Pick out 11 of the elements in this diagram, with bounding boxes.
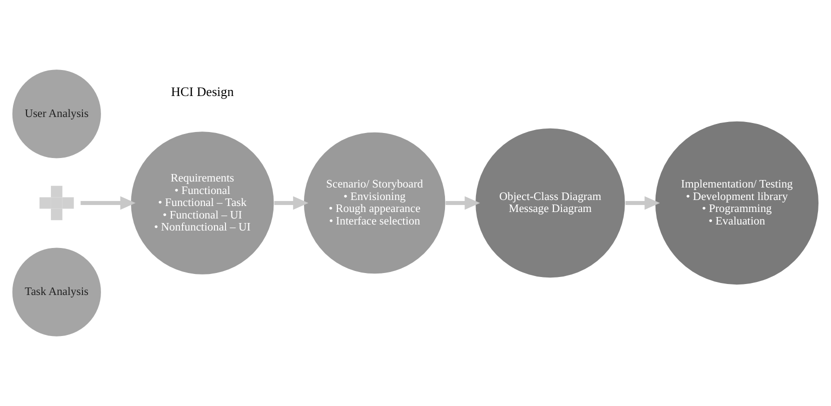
node-circle: Requirements • Functional • Functional – Task • Functional – UI • Nonfunctional – UI <box>130 130 275 276</box>
node-circle: User Analysis <box>12 68 102 159</box>
label: HCI Design <box>170 84 234 99</box>
arrow <box>274 196 308 210</box>
arrow <box>626 196 660 210</box>
node-circle: Scenario/ Storyboard • Envisioning • Rough appearance • Interface selection <box>303 132 446 274</box>
arrow <box>446 196 480 210</box>
node-circle: Object-Class Diagram Message Diagram <box>474 128 626 278</box>
node-circle: Task Analysis <box>12 246 102 338</box>
node-circle: Implementation/ Testing • Development library • Programming • Evaluation <box>654 120 820 286</box>
arrow <box>80 196 136 210</box>
